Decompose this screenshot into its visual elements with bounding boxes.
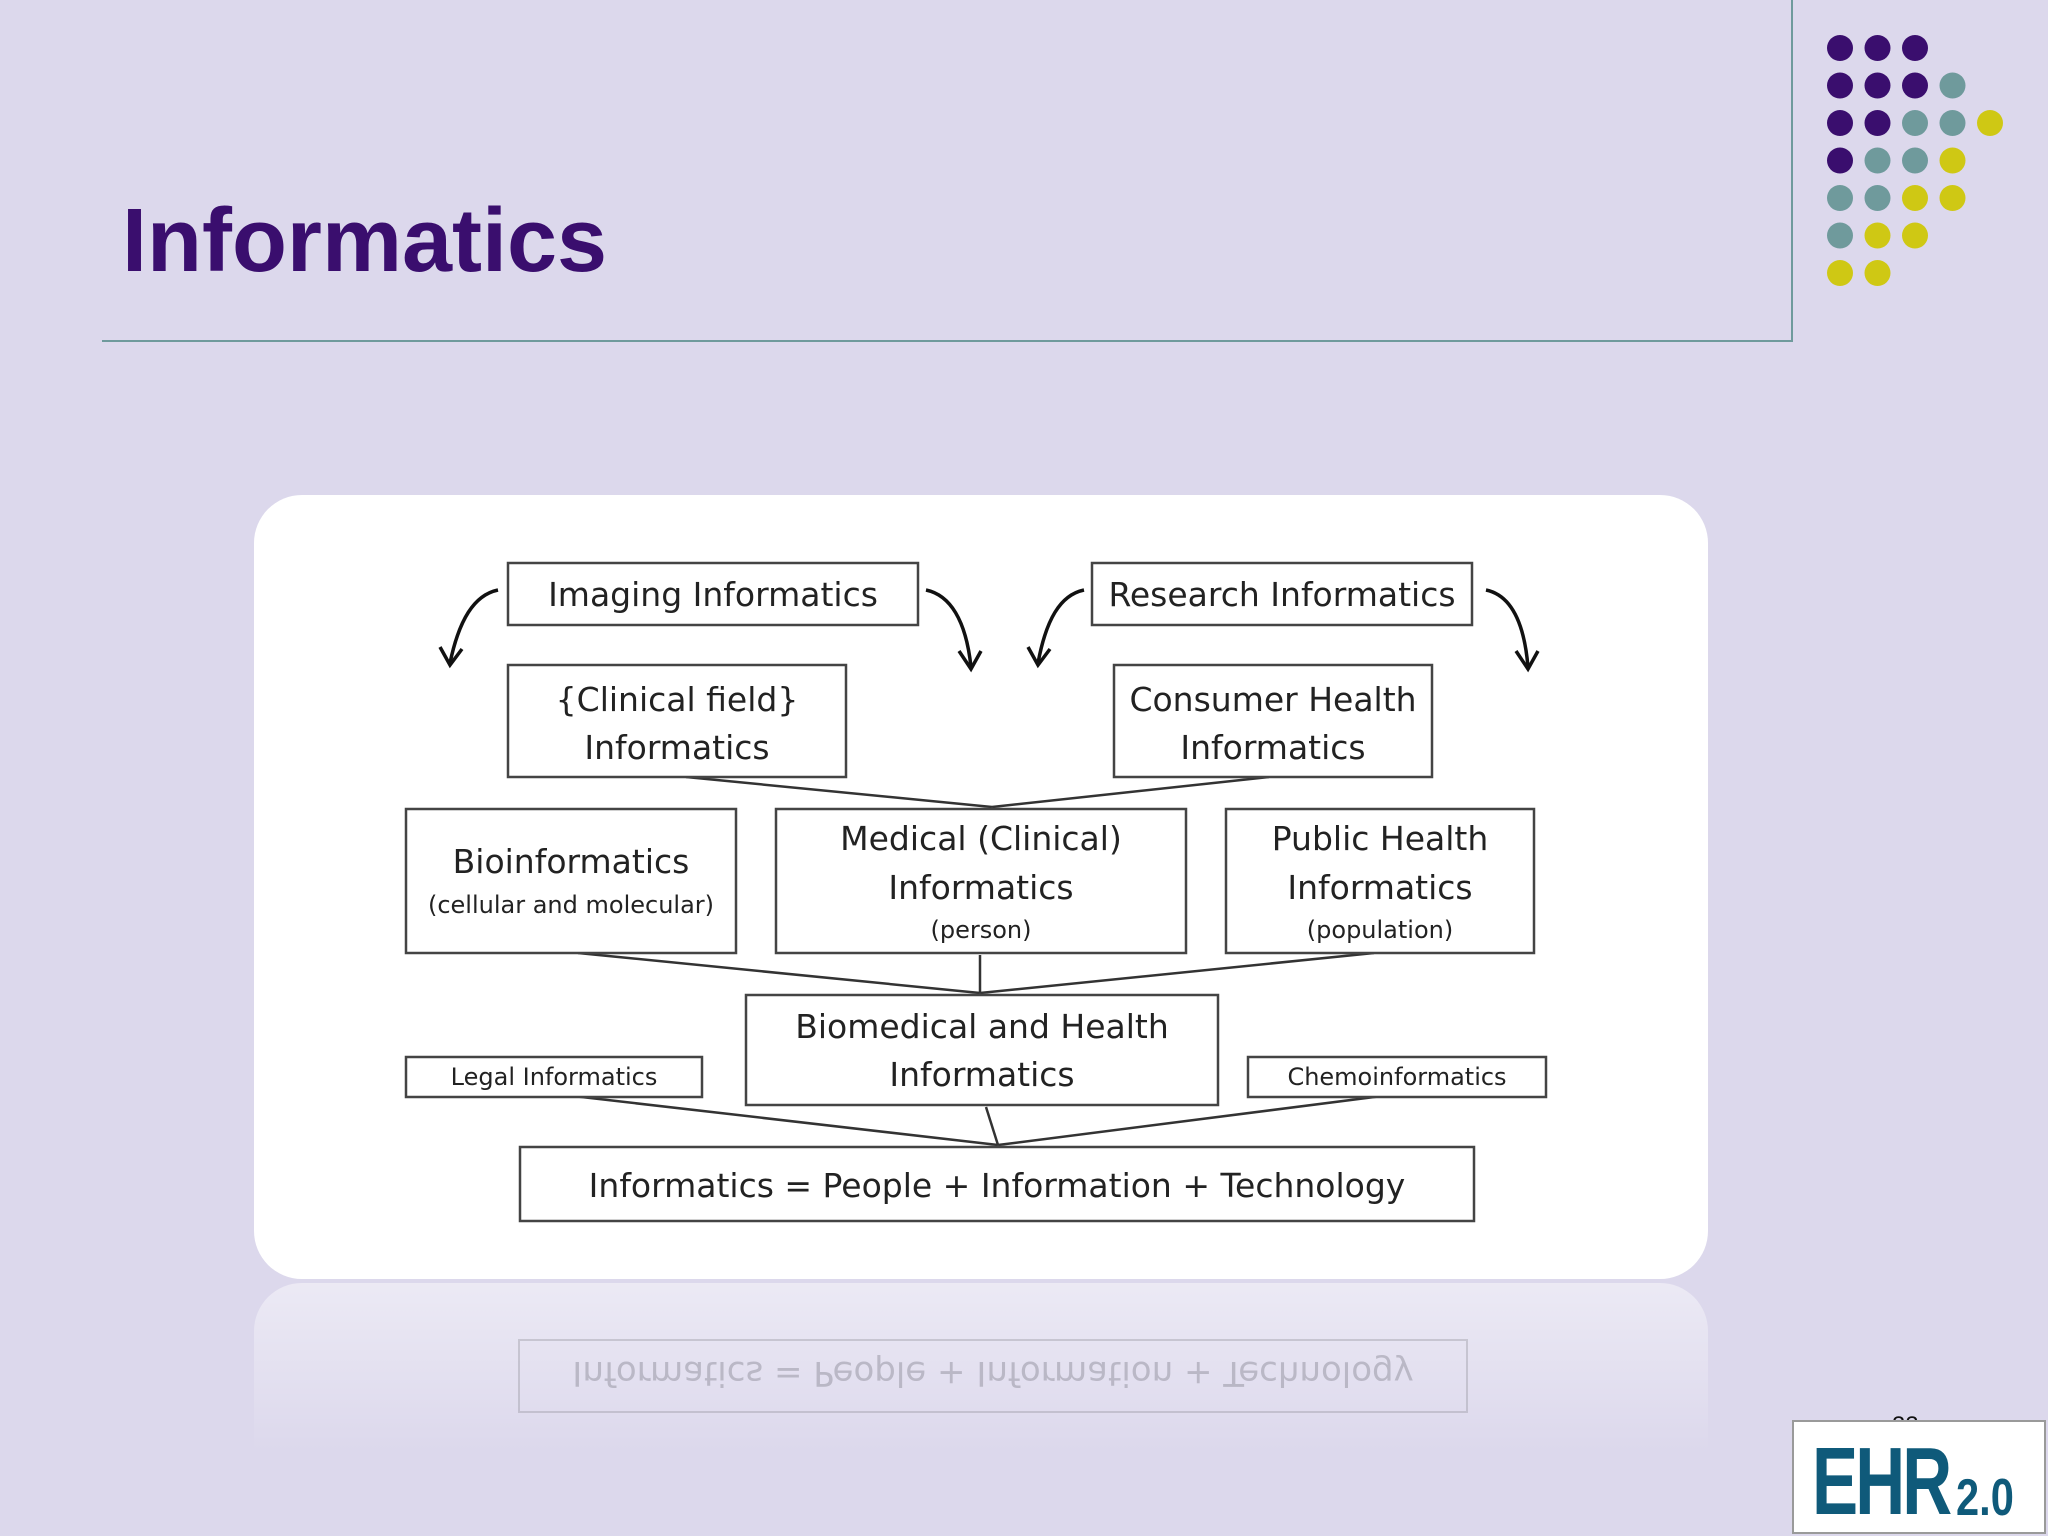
logo-brand-text: EHR bbox=[1812, 1428, 1952, 1535]
connector-bio-to-biomedical bbox=[577, 951, 981, 995]
connector-chemo-to-foundation bbox=[997, 1093, 1391, 1147]
foundation-equation-box bbox=[518, 1145, 1476, 1223]
decorative-dot bbox=[1827, 110, 1853, 136]
decorative-dot bbox=[1939, 110, 1966, 136]
decorative-dot bbox=[1902, 72, 1928, 99]
decorative-dot bbox=[1864, 260, 1891, 286]
public-health-informatics-box bbox=[1224, 807, 1536, 955]
decorative-dot bbox=[1864, 110, 1891, 136]
imaging-informatics-label: Imaging Informatics bbox=[548, 575, 878, 614]
public-health-sublabel: (population) bbox=[1307, 916, 1453, 944]
chemoinformatics-box bbox=[1246, 1055, 1548, 1099]
ehr-logo: EHR 2.0 bbox=[1792, 1420, 2046, 1534]
medical-label-line2: Informatics bbox=[888, 868, 1073, 907]
decorative-dot bbox=[1864, 147, 1891, 174]
decorative-dot bbox=[1902, 147, 1928, 174]
public-health-label-line2: Informatics bbox=[1287, 868, 1472, 907]
connector-public-to-biomedical bbox=[979, 951, 1375, 995]
research-informatics-label: Research Informatics bbox=[1108, 575, 1455, 614]
bioinformatics-box bbox=[404, 807, 738, 955]
decorative-dot bbox=[1939, 185, 1966, 211]
diagram-reflection: Informatics = People + Information + Tec… bbox=[254, 1283, 1708, 1453]
decorative-dot bbox=[1864, 222, 1891, 249]
connector-consumer-to-medical bbox=[991, 775, 1270, 809]
medical-label-line1: Medical (Clinical) bbox=[840, 819, 1122, 858]
connector-biomedical-to-foundation bbox=[984, 1106, 1000, 1146]
imaging-left-arrowhead bbox=[438, 646, 464, 669]
consumer-health-label-line1: Consumer Health bbox=[1129, 680, 1416, 719]
connector-clinical-to-medical bbox=[685, 775, 993, 809]
bioinformatics-label: Bioinformatics bbox=[453, 842, 690, 881]
logo-version-text: 2.0 bbox=[1956, 1469, 2014, 1527]
consumer-health-informatics-box bbox=[1112, 663, 1434, 779]
imaging-right-arrowhead bbox=[957, 650, 983, 673]
decorative-dot bbox=[1864, 35, 1891, 61]
consumer-health-label-line2: Informatics bbox=[1180, 728, 1365, 767]
reflection-foundation-label: Informatics = People + Information + Tec… bbox=[572, 1353, 1414, 1393]
title-divider bbox=[102, 340, 1792, 342]
decorative-dot bbox=[1902, 185, 1928, 211]
research-right-arrow bbox=[1485, 588, 1530, 668]
decorative-dot bbox=[1827, 72, 1853, 99]
research-right-arrowhead bbox=[1514, 650, 1540, 673]
bioinformatics-sublabel: (cellular and molecular) bbox=[428, 891, 714, 919]
imaging-informatics-box bbox=[506, 561, 920, 627]
foundation-equation-label: Informatics = People + Information + Tec… bbox=[589, 1166, 1406, 1205]
title-vertical-divider bbox=[1791, 0, 1793, 342]
legal-informatics-label: Legal Informatics bbox=[451, 1063, 658, 1091]
decorative-dot bbox=[1827, 147, 1853, 174]
imaging-left-arrow bbox=[448, 588, 499, 664]
clinical-field-label-line2: Informatics bbox=[584, 728, 769, 767]
slide-title: Informatics bbox=[122, 191, 608, 291]
reflection-foundation-box bbox=[518, 1339, 1468, 1413]
chemoinformatics-label: Chemoinformatics bbox=[1287, 1063, 1506, 1091]
informatics-diagram: Imaging Informatics Research Informatics… bbox=[254, 495, 1708, 1279]
decorative-dot bbox=[1827, 222, 1853, 249]
biomedical-label-line1: Biomedical and Health bbox=[795, 1007, 1169, 1046]
medical-clinical-informatics-box bbox=[774, 807, 1188, 955]
decorative-dot bbox=[1864, 72, 1891, 99]
research-informatics-box bbox=[1090, 561, 1474, 627]
decorative-dot bbox=[1977, 110, 2003, 136]
decorative-dot bbox=[1939, 72, 1966, 99]
decorative-dot bbox=[1864, 185, 1891, 211]
decorative-dot bbox=[1827, 185, 1853, 211]
biomedical-label-line2: Informatics bbox=[889, 1055, 1074, 1094]
clinical-field-label-line1: {Clinical field} bbox=[556, 680, 799, 719]
decorative-dot bbox=[1902, 35, 1928, 61]
clinical-field-informatics-box bbox=[506, 663, 848, 779]
decorative-dot bbox=[1902, 110, 1928, 136]
connector-legal-to-foundation bbox=[563, 1093, 999, 1147]
decorative-dot bbox=[1939, 147, 1966, 174]
decorative-dot bbox=[1902, 222, 1928, 249]
diagram-svg: Imaging Informatics Research Informatics… bbox=[404, 561, 1548, 1223]
biomedical-health-informatics-box bbox=[744, 993, 1220, 1107]
public-health-label-line1: Public Health bbox=[1272, 819, 1489, 858]
legal-informatics-box bbox=[404, 1055, 704, 1099]
decorative-dot bbox=[1827, 260, 1853, 286]
research-left-arrowhead bbox=[1026, 646, 1052, 669]
decorative-dot bbox=[1827, 35, 1853, 61]
medical-sublabel: (person) bbox=[931, 916, 1032, 944]
research-left-arrow bbox=[1036, 588, 1085, 664]
imaging-right-arrow bbox=[925, 588, 973, 668]
